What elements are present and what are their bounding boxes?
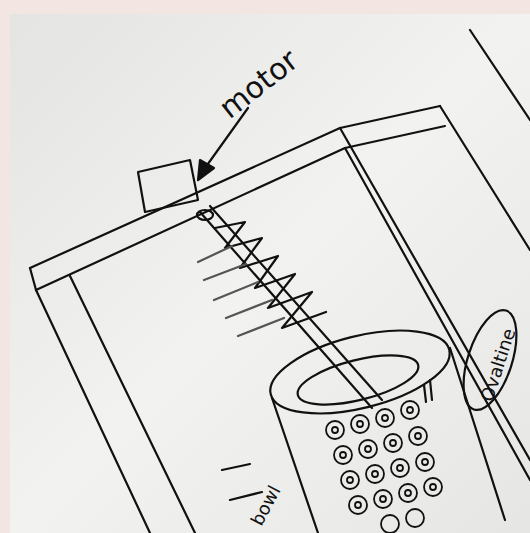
frame-bar [30, 106, 440, 268]
shaft [200, 212, 372, 408]
frame-edge [440, 106, 530, 250]
auger-spiral [215, 222, 326, 328]
label-circle [453, 304, 527, 417]
frame-leg [70, 276, 195, 533]
frame-bar [30, 268, 36, 290]
frame-leg [36, 290, 150, 533]
frame-leg [340, 128, 530, 460]
cup-rim [262, 315, 458, 429]
frame-edge [470, 30, 530, 120]
coupling [197, 210, 213, 220]
frame-leg [345, 148, 530, 480]
arrow-head [198, 160, 214, 180]
leader-line [222, 464, 262, 500]
auger-blade [198, 246, 284, 336]
motor-box [138, 160, 198, 212]
cup-side [272, 398, 318, 533]
cereal-dots [326, 401, 442, 533]
cup-mark [424, 380, 432, 402]
paper-sheet [10, 14, 530, 533]
shaft [210, 206, 382, 400]
